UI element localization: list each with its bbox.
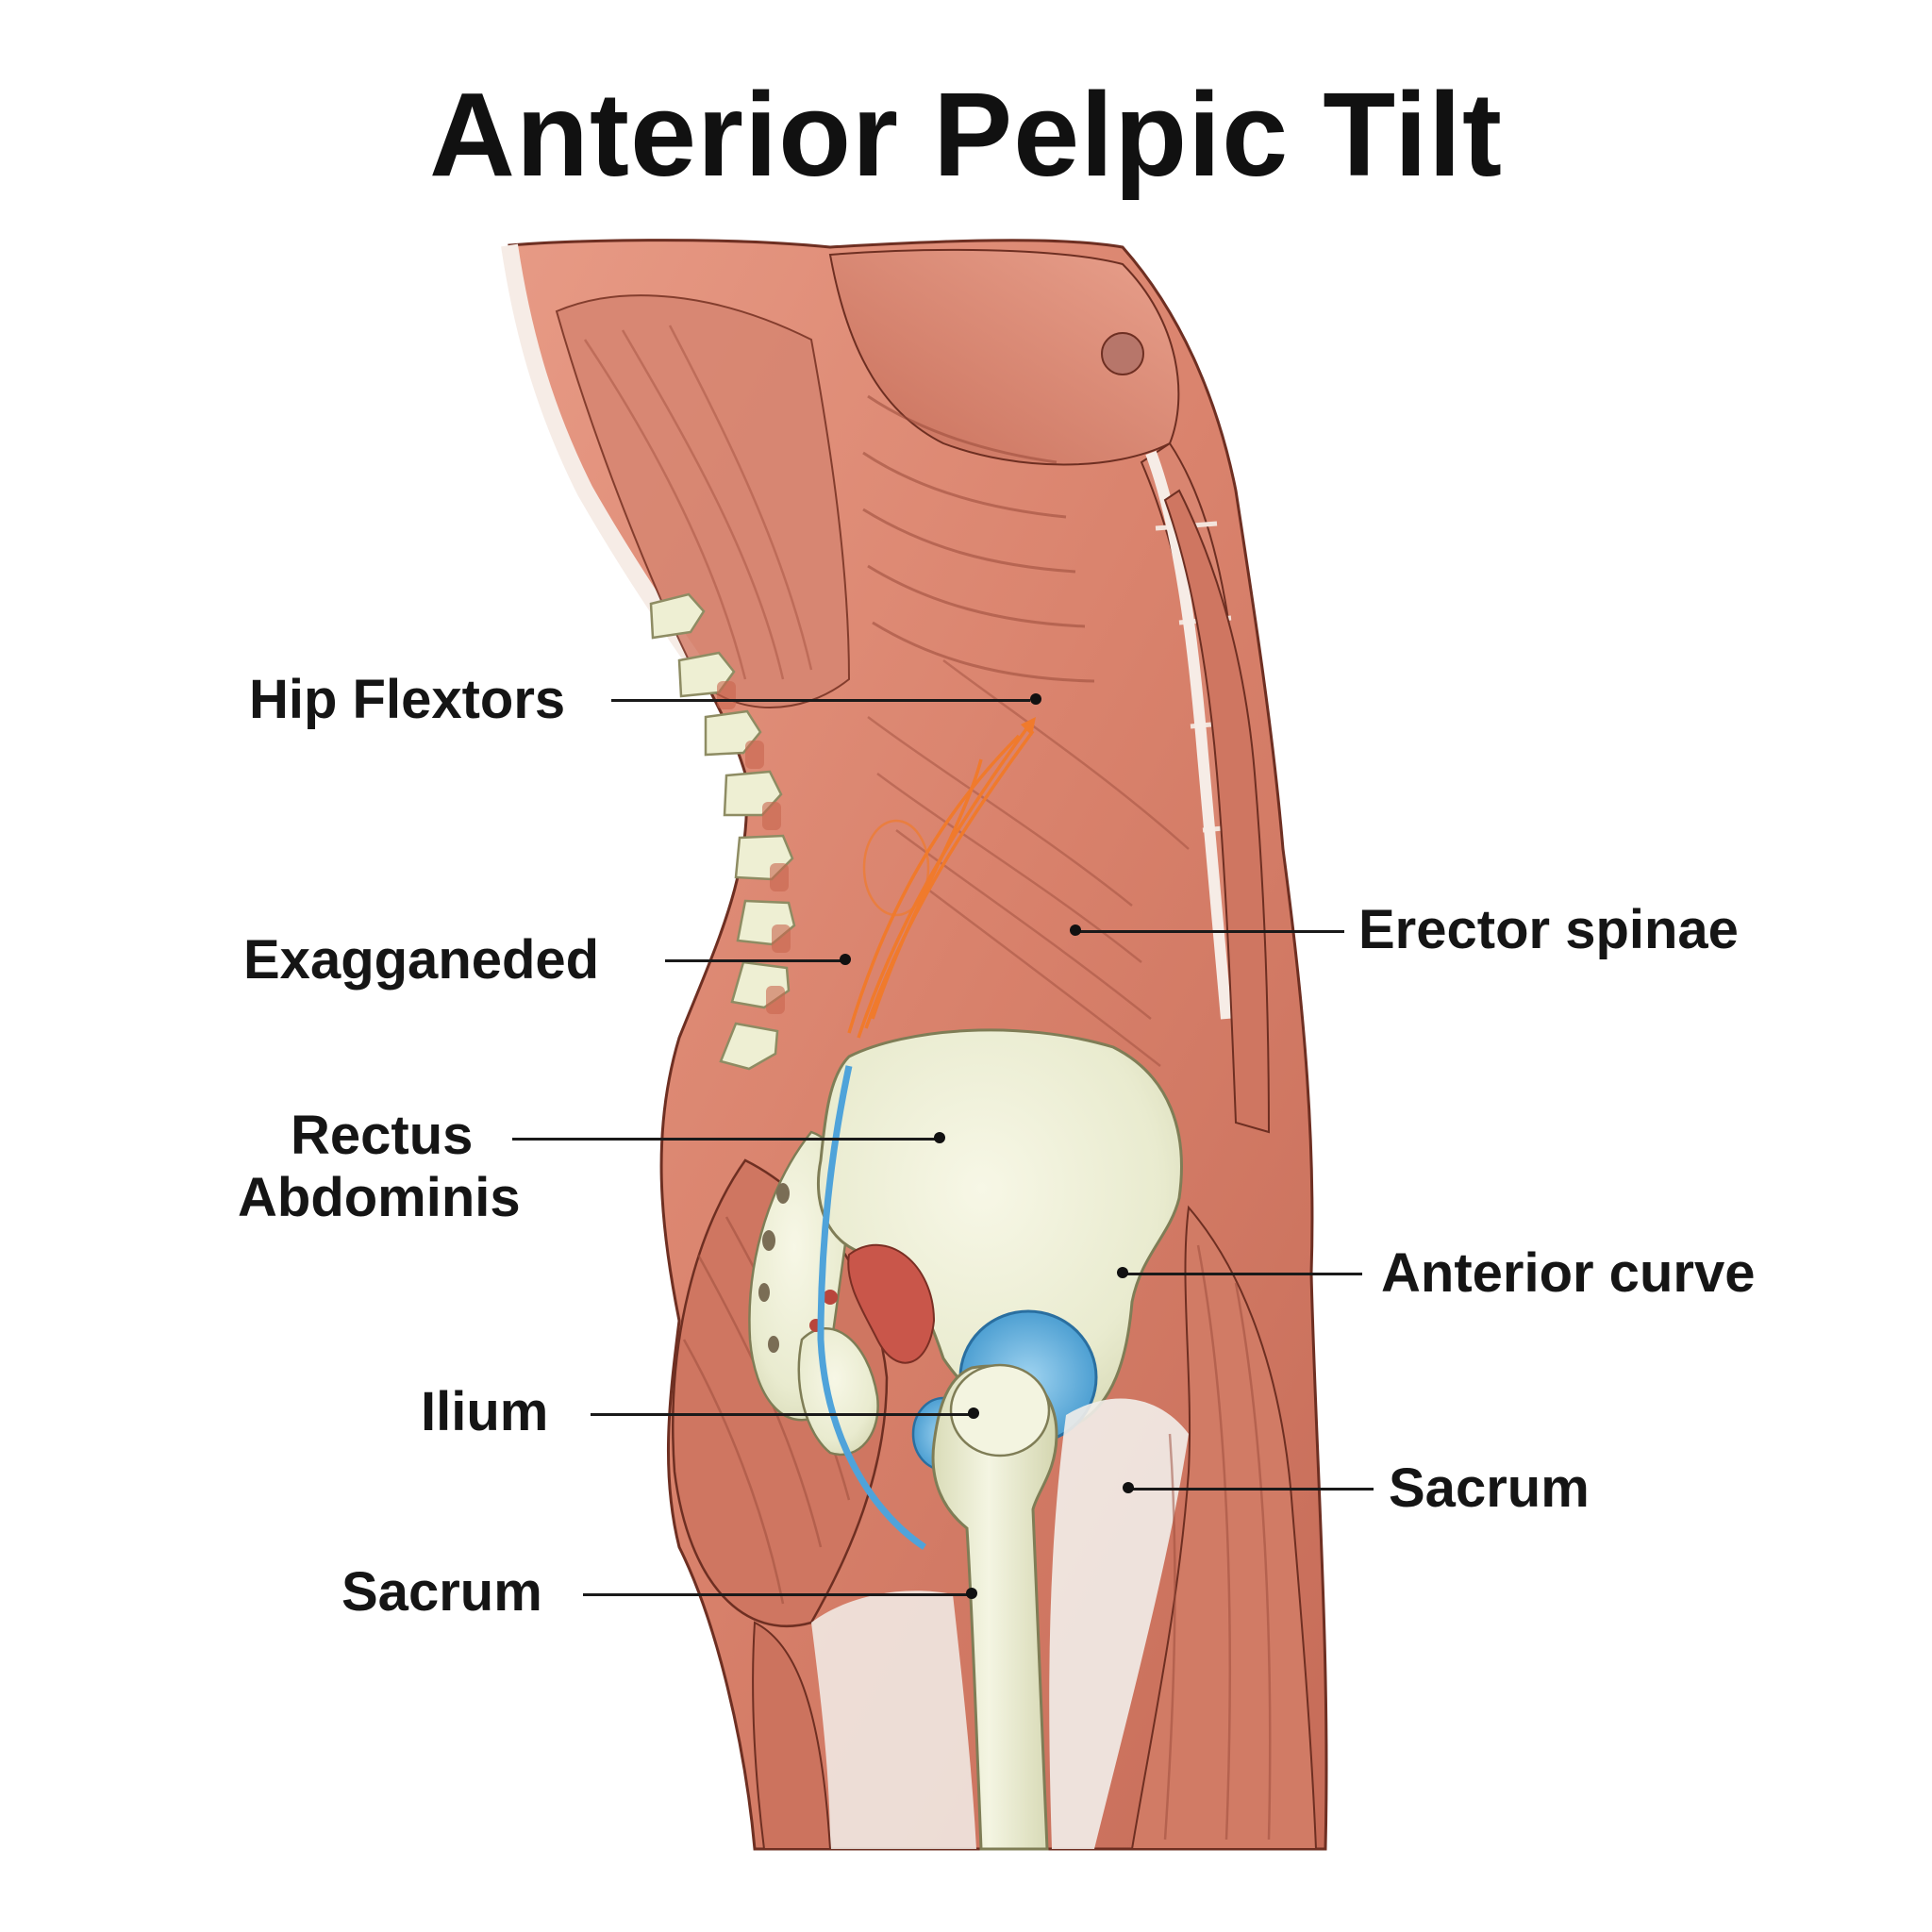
- leader-line: [591, 1413, 974, 1416]
- label-hip-flextors: Hip Flextors: [249, 669, 566, 730]
- pointer-dot: [966, 1588, 977, 1599]
- leader-line: [665, 959, 844, 962]
- pointer-dot: [968, 1407, 979, 1419]
- label-ilium: Ilium: [421, 1381, 549, 1442]
- pointer-dot: [1123, 1482, 1134, 1493]
- erector-column: [1163, 489, 1271, 1134]
- leader-line: [1077, 930, 1344, 933]
- pointer-dot: [934, 1132, 945, 1143]
- leader-line: [512, 1138, 937, 1141]
- pointer-dot: [1030, 693, 1041, 705]
- page-title: Anterior Pelpic Tilt: [429, 68, 1503, 201]
- pointer-dot: [1070, 924, 1081, 936]
- label-anterior-curve: Anterior curve: [1381, 1242, 1756, 1304]
- label-rectus-line2: Abdominis: [238, 1167, 521, 1228]
- label-exagganeded: Exagganeded: [243, 929, 600, 991]
- leader-line: [611, 699, 1030, 702]
- nerve-fibers: [847, 724, 1035, 1039]
- leader-line: [583, 1593, 972, 1596]
- pointer-dot: [840, 954, 851, 965]
- femur-bone: [931, 1364, 1058, 1851]
- leader-line: [1130, 1488, 1374, 1491]
- label-erector-spinae: Erector spinae: [1358, 899, 1739, 960]
- label-rectus-line1: Rectus: [291, 1105, 474, 1166]
- leader-line: [1124, 1273, 1362, 1275]
- label-sacrum-left: Sacrum: [341, 1561, 542, 1623]
- label-sacrum-right: Sacrum: [1389, 1457, 1590, 1519]
- pointer-dot: [1117, 1267, 1128, 1278]
